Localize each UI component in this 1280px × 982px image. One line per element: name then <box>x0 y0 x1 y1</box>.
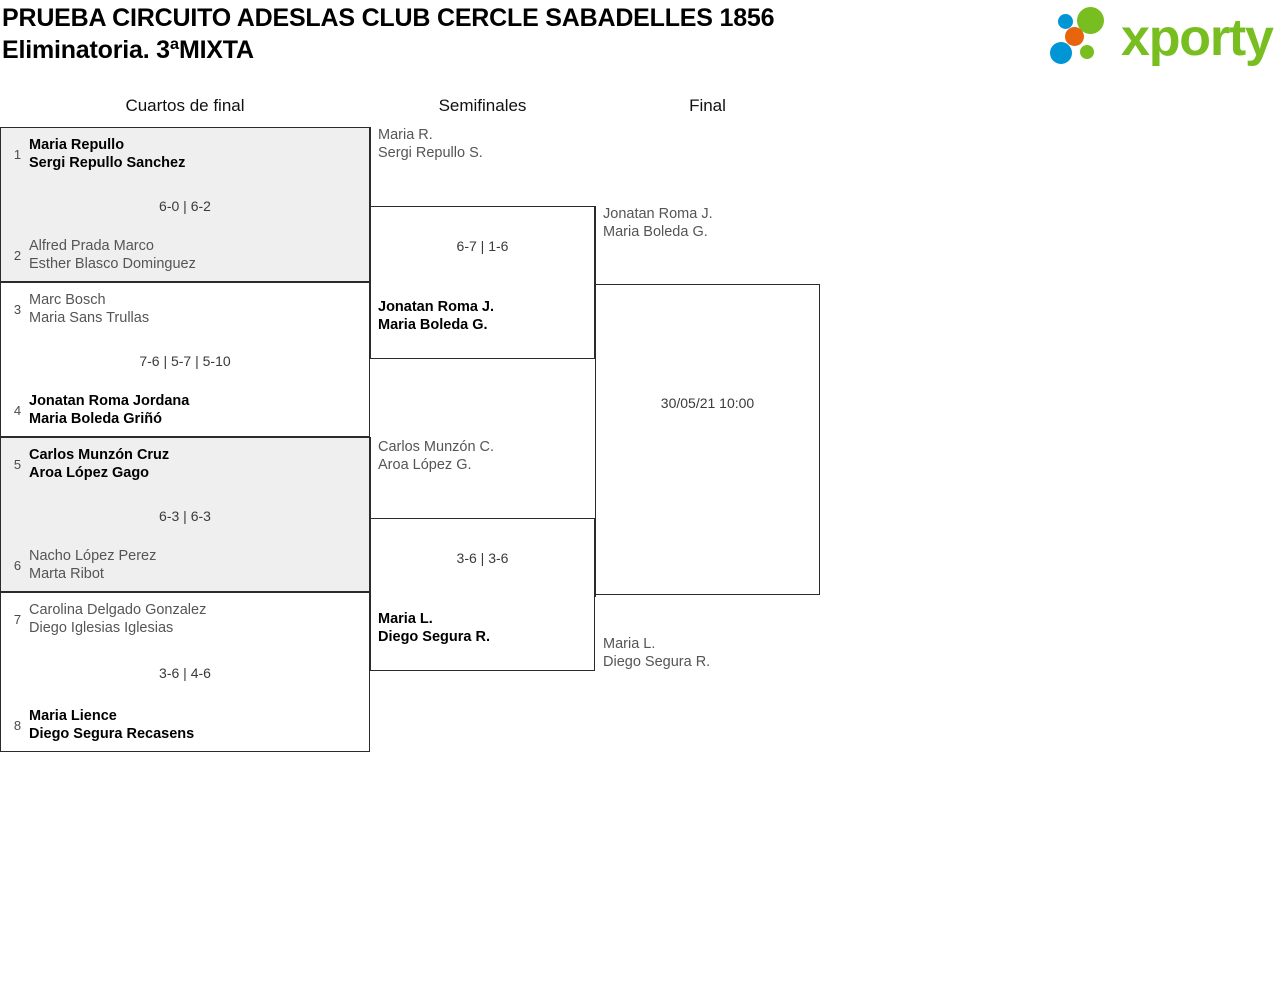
match-qf1[interactable]: 1 Maria Repullo Sergi Repullo Sanchez 6-… <box>0 127 370 282</box>
match-qf3-score: 6-3 | 6-3 <box>159 508 211 524</box>
match-qf2-team-top[interactable]: 3 Marc Bosch Maria Sans Trullas <box>1 291 369 327</box>
match-final-team-bottom[interactable]: Maria L. Diego Segura R. <box>596 635 819 671</box>
player-name: Sergi Repullo Sanchez <box>29 155 186 171</box>
match-qf4-team-top[interactable]: 7 Carolina Delgado Gonzalez Diego Iglesi… <box>1 601 369 637</box>
match-qf2-team-bottom[interactable]: 4 Jonatan Roma Jordana Maria Boleda Griñ… <box>1 392 369 428</box>
player-name: Carolina Delgado Gonzalez <box>29 602 207 618</box>
team-names: Maria L. Diego Segura R. <box>603 635 819 671</box>
team-names: Jonatan Roma J. Maria Boleda G. <box>603 205 819 241</box>
player-name: Maria L. <box>378 611 433 627</box>
orange-dot-center <box>1065 27 1084 46</box>
connector-final-top <box>595 206 596 285</box>
match-final-schedule: 30/05/21 10:00 <box>660 395 755 411</box>
team-names: Jonatan Roma J. Maria Boleda G. <box>378 298 594 334</box>
team-names: Alfred Prada Marco Esther Blasco Domingu… <box>29 237 369 273</box>
match-sf1-team-top[interactable]: Maria R. Sergi Repullo S. <box>371 126 594 162</box>
tournament-title: PRUEBA CIRCUITO ADESLAS CLUB CERCLE SABA… <box>2 2 1032 66</box>
match-qf2-score: 7-6 | 5-7 | 5-10 <box>139 353 231 369</box>
match-qf1-team-bottom[interactable]: 2 Alfred Prada Marco Esther Blasco Domin… <box>1 237 369 273</box>
green-dot-small <box>1080 45 1094 59</box>
match-sf1[interactable]: Maria R. Sergi Repullo S. 6-7 | 1-6 Jona… <box>370 127 595 359</box>
logo-wordmark: xporty <box>1121 9 1274 67</box>
seed-number: 5 <box>13 456 22 472</box>
xporty-logo[interactable]: xporty <box>1043 2 1277 74</box>
player-name: Jonatan Roma Jordana <box>29 393 190 409</box>
player-name: Maria R. <box>378 127 433 143</box>
player-name: Diego Segura R. <box>378 629 490 645</box>
player-name: Jonatan Roma J. <box>378 299 495 315</box>
match-qf3-team-top[interactable]: 5 Carlos Munzón Cruz Aroa López Gago <box>1 446 369 482</box>
seed-number: 4 <box>13 402 22 418</box>
team-names: Maria Repullo Sergi Repullo Sanchez <box>29 136 369 172</box>
seed-number: 2 <box>13 247 22 263</box>
player-name: Nacho López Perez <box>29 548 157 564</box>
player-name: Diego Iglesias Iglesias <box>29 620 174 636</box>
match-final-team-top[interactable]: Jonatan Roma J. Maria Boleda G. <box>596 205 819 241</box>
match-qf4-team-bottom[interactable]: 8 Maria Lience Diego Segura Recasens <box>1 707 369 743</box>
team-names: Carolina Delgado Gonzalez Diego Iglesias… <box>29 601 369 637</box>
match-qf4-score: 3-6 | 4-6 <box>159 665 211 681</box>
seed-number: 1 <box>13 146 22 162</box>
team-names: Jonatan Roma Jordana Maria Boleda Griñó <box>29 392 369 428</box>
player-name: Carlos Munzón C. <box>378 439 495 455</box>
match-sf1-score: 6-7 | 1-6 <box>456 238 509 254</box>
match-final[interactable]: Jonatan Roma J. Maria Boleda G. 30/05/21… <box>595 206 820 670</box>
player-name: Maria L. <box>603 636 656 652</box>
match-qf4[interactable]: 7 Carolina Delgado Gonzalez Diego Iglesi… <box>0 592 370 752</box>
match-sf2-score: 3-6 | 3-6 <box>456 550 509 566</box>
player-name: Maria Boleda Griñó <box>29 411 162 427</box>
match-sf2[interactable]: Carlos Munzón C. Aroa López G. 3-6 | 3-6… <box>370 439 595 671</box>
team-names: Carlos Munzón Cruz Aroa López Gago <box>29 446 369 482</box>
team-names: Maria L. Diego Segura R. <box>378 610 594 646</box>
player-name: Jonatan Roma J. <box>603 206 713 222</box>
player-name: Maria Boleda G. <box>378 317 488 333</box>
match-qf1-team-top[interactable]: 1 Maria Repullo Sergi Repullo Sanchez <box>1 136 369 172</box>
blue-dot-top-left <box>1058 14 1073 29</box>
player-name: Carlos Munzón Cruz <box>29 447 170 463</box>
player-name: Diego Segura R. <box>603 654 711 670</box>
seed-number: 7 <box>13 611 22 627</box>
seed-number: 3 <box>13 301 22 317</box>
round-header-quarterfinals: Cuartos de final <box>125 96 245 115</box>
player-name: Alfred Prada Marco <box>29 238 154 254</box>
player-name: Esther Blasco Dominguez <box>29 256 196 272</box>
team-names: Carlos Munzón C. Aroa López G. <box>378 438 594 474</box>
player-name: Diego Segura Recasens <box>29 726 195 742</box>
page-header: PRUEBA CIRCUITO ADESLAS CLUB CERCLE SABA… <box>0 0 1280 88</box>
tournament-bracket: Cuartos de final Semifinales Final 1 Mar… <box>0 88 1280 788</box>
player-name: Aroa López G. <box>378 457 472 473</box>
logo-dots-icon <box>1048 5 1126 71</box>
blue-dot-bottom-left <box>1050 42 1072 64</box>
team-names: Marc Bosch Maria Sans Trullas <box>29 291 369 327</box>
connector-sf2-top <box>370 437 371 519</box>
match-sf2-team-top[interactable]: Carlos Munzón C. Aroa López G. <box>371 438 594 474</box>
team-names: Maria R. Sergi Repullo S. <box>378 126 594 162</box>
player-name: Marc Bosch <box>29 292 106 308</box>
seed-number: 8 <box>13 717 22 733</box>
round-header-semifinals: Semifinales <box>438 96 527 115</box>
player-name: Maria Repullo <box>29 137 125 153</box>
match-qf3-team-bottom[interactable]: 6 Nacho López Perez Marta Ribot <box>1 547 369 583</box>
connector-sf1-top <box>370 127 371 207</box>
player-name: Maria Lience <box>29 708 117 724</box>
player-name: Maria Sans Trullas <box>29 310 150 326</box>
match-sf2-team-bottom[interactable]: Maria L. Diego Segura R. <box>371 610 594 646</box>
seed-number: 6 <box>13 557 22 573</box>
match-qf1-score: 6-0 | 6-2 <box>159 198 211 214</box>
player-name: Aroa López Gago <box>29 465 150 481</box>
team-names: Nacho López Perez Marta Ribot <box>29 547 369 583</box>
title-line-2: Eliminatoria. 3ªMIXTA <box>2 36 254 64</box>
match-qf2[interactable]: 3 Marc Bosch Maria Sans Trullas 7-6 | 5-… <box>0 282 370 437</box>
match-qf3[interactable]: 5 Carlos Munzón Cruz Aroa López Gago 6-3… <box>0 437 370 592</box>
player-name: Maria Boleda G. <box>603 224 708 240</box>
team-names: Maria Lience Diego Segura Recasens <box>29 707 369 743</box>
player-name: Sergi Repullo S. <box>378 145 483 161</box>
round-header-final: Final <box>689 96 726 115</box>
player-name: Marta Ribot <box>29 566 104 582</box>
title-line-1: PRUEBA CIRCUITO ADESLAS CLUB CERCLE SABA… <box>2 4 775 32</box>
match-sf1-team-bottom[interactable]: Jonatan Roma J. Maria Boleda G. <box>371 298 594 334</box>
